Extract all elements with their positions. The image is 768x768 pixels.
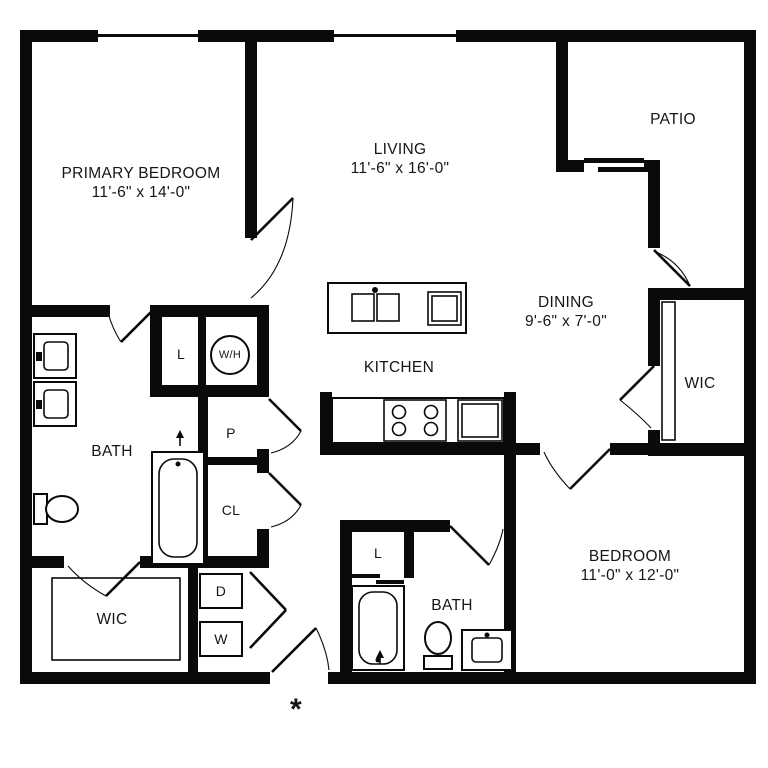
exterior-walls: [20, 30, 756, 684]
window: [98, 34, 456, 37]
room-label-closet: CL: [221, 502, 241, 518]
room-label-water-heater: W/H: [218, 349, 242, 361]
room-label-washer: W: [214, 631, 228, 647]
vanity-sink-icon: [461, 629, 513, 671]
room-dims-primary-bedroom: 11'-6" x 14'-0": [91, 184, 191, 201]
water-heater-icon: [210, 335, 250, 375]
room-label-kitchen: KITCHEN: [363, 359, 435, 376]
room-label-bedroom-second: BEDROOM: [588, 548, 672, 565]
room-label-linen-bath2: L: [373, 545, 383, 561]
room-dims-bedroom-second: 11'-0" x 12'-0": [580, 567, 680, 584]
room-label-pantry: P: [226, 425, 236, 441]
room-label-dining: DINING: [537, 294, 595, 311]
shelf-outline: [51, 301, 676, 661]
room-label-patio: PATIO: [650, 111, 696, 128]
washer-box: [199, 621, 243, 657]
room-label-dryer: D: [215, 583, 227, 599]
dryer-box: [199, 573, 243, 609]
sliding-door-icon: [352, 158, 658, 584]
room-label-linen-upper: L: [176, 346, 186, 362]
refrigerator-icon: [457, 399, 503, 442]
room-dims-dining: 9'-6" x 7'-0": [525, 313, 607, 330]
room-label-bath-primary: BATH: [91, 443, 133, 460]
double-sink-icon: [351, 287, 400, 322]
room-label-living: LIVING: [373, 141, 427, 158]
bathtub-icon: [151, 451, 205, 565]
room-label-wic-left: WIC: [96, 611, 128, 628]
room-dims-living: 11'-6" x 16'-0": [350, 160, 450, 177]
kitchen-counter: [331, 397, 505, 444]
room-label-wic-right: WIC: [684, 375, 716, 392]
room-label-bath-second: BATH: [431, 597, 473, 614]
toilet-icon: [423, 621, 453, 670]
direction-arrow-icon: [176, 396, 384, 664]
room-label-primary-bedroom: PRIMARY BEDROOM: [61, 165, 221, 182]
door-swing: [67, 197, 691, 673]
dishwasher-icon: [427, 291, 462, 326]
kitchen-island: [327, 282, 467, 334]
entry-footnote-asterisk: *: [290, 693, 302, 726]
range-stove-icon: [383, 399, 447, 442]
toilet-icon: [33, 493, 79, 525]
vanity-sink-icon: [33, 333, 77, 427]
